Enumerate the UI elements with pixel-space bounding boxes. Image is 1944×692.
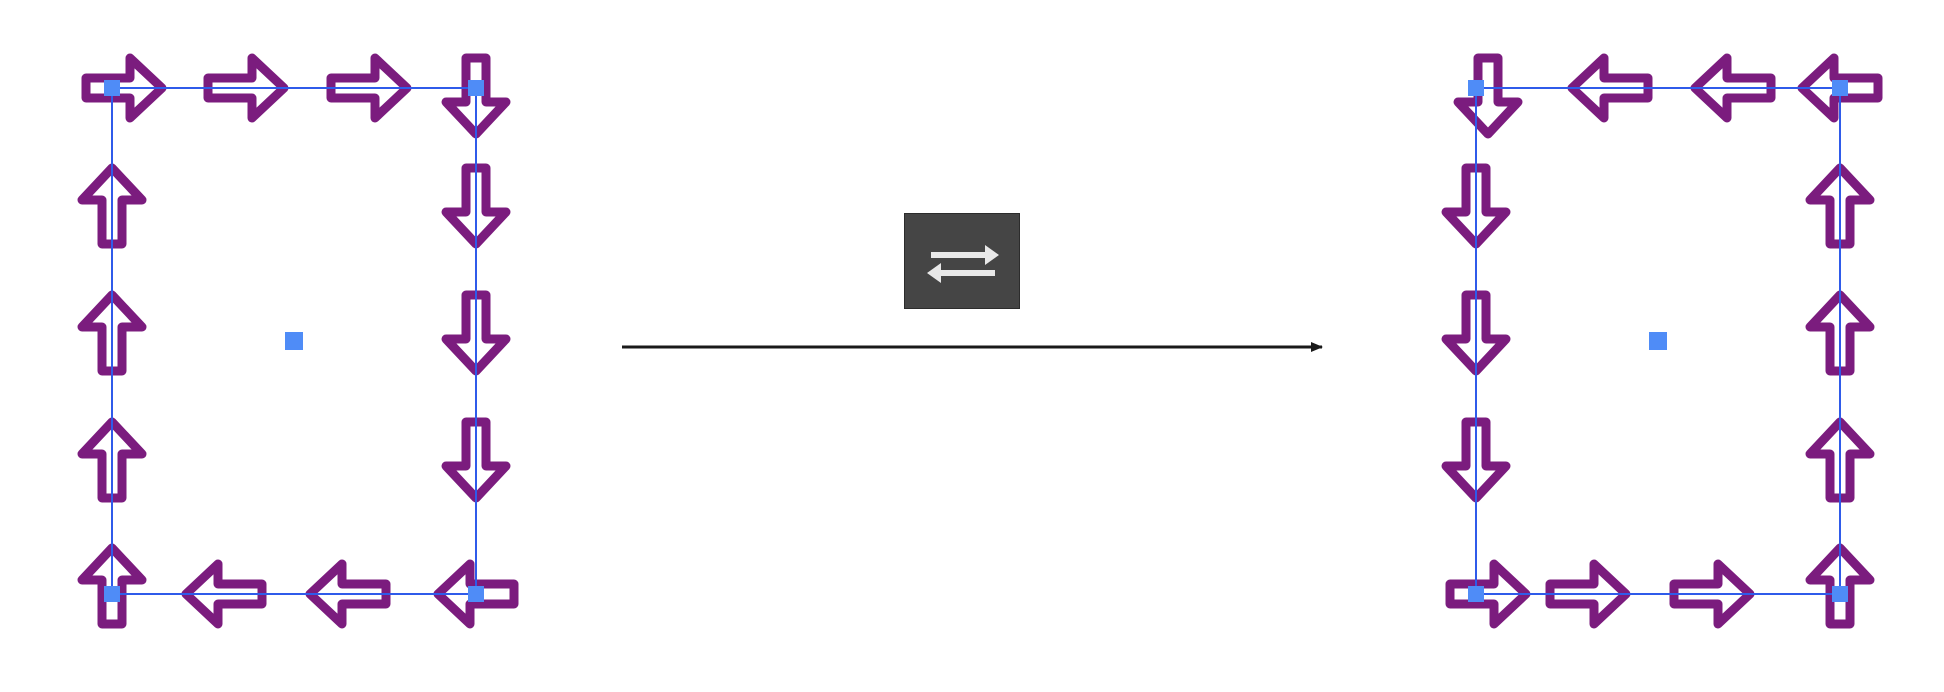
after-top-arrow-1-down-icon (1453, 53, 1523, 139)
after-top-arrow-4-left-icon (1797, 53, 1883, 123)
after-top-arrow-2-left-icon (1567, 53, 1653, 123)
before-bottom-arrow-4-left-icon (433, 559, 519, 629)
after-bottom-arrow-2-right-icon (1545, 559, 1631, 629)
after-right-arrow-3-up-icon (1805, 417, 1875, 503)
after-center-point[interactable] (1649, 332, 1667, 350)
after-anchor-point-bottom-right[interactable] (1832, 586, 1848, 602)
before-left-arrow-3-up-icon (77, 417, 147, 503)
after-bottom-arrow-1-right-icon (1445, 559, 1531, 629)
before-top-arrow-1-right-icon (81, 53, 167, 123)
after-left-arrow-1-down-icon (1441, 163, 1511, 249)
after-right-arrow-1-up-icon (1805, 163, 1875, 249)
before-left-arrow-1-up-icon (77, 163, 147, 249)
before-top-arrow-4-down-icon (441, 53, 511, 139)
after-path-outline[interactable] (1475, 87, 1841, 595)
before-right-arrow-2-down-icon (441, 290, 511, 376)
after-shape (1441, 53, 1883, 629)
before-left-arrow-2-up-icon (77, 290, 147, 376)
before-bottom-arrow-3-left-icon (305, 559, 391, 629)
before-right-arrow-1-down-icon (441, 163, 511, 249)
before-bottom-arrow-2-left-icon (181, 559, 267, 629)
before-bottom-arrow-1-up-icon (77, 543, 147, 629)
after-left-arrow-2-down-icon (1441, 290, 1511, 376)
before-anchor-point-bottom-left[interactable] (104, 586, 120, 602)
after-bottom-arrow-4-up-icon (1805, 543, 1875, 629)
after-anchor-point-top-right[interactable] (1832, 80, 1848, 96)
before-anchor-point-top-right[interactable] (468, 80, 484, 96)
after-right-arrow-2-up-icon (1805, 290, 1875, 376)
before-path-outline[interactable] (111, 87, 477, 595)
before-right-arrow-3-down-icon (441, 417, 511, 503)
before-shape (77, 53, 519, 629)
swap-arrows-icon (927, 245, 999, 283)
after-top-arrow-3-left-icon (1690, 53, 1776, 123)
before-top-arrow-2-right-icon (203, 53, 289, 123)
after-left-arrow-3-down-icon (1441, 417, 1511, 503)
after-anchor-point-bottom-left[interactable] (1468, 586, 1484, 602)
before-top-arrow-3-right-icon (326, 53, 412, 123)
before-center-point[interactable] (285, 332, 303, 350)
before-anchor-point-bottom-right[interactable] (468, 586, 484, 602)
after-bottom-arrow-3-right-icon (1669, 559, 1755, 629)
after-anchor-point-top-left[interactable] (1468, 80, 1484, 96)
swap-direction-button[interactable] (904, 213, 1020, 309)
before-anchor-point-top-left[interactable] (104, 80, 120, 96)
